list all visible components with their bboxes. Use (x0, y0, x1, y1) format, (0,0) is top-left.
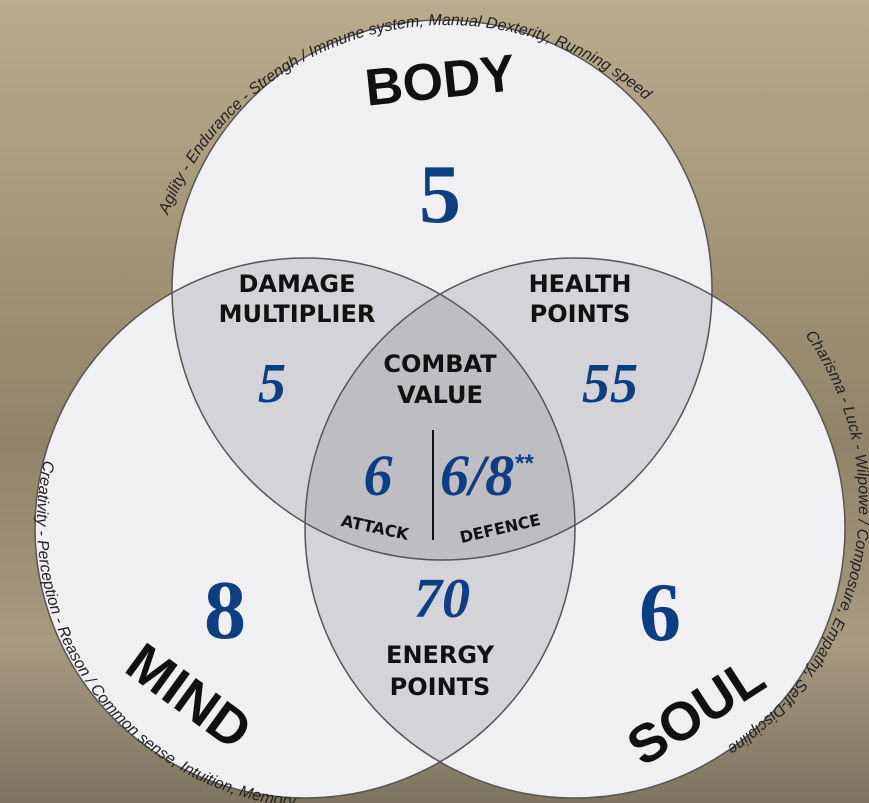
health-points-value: 55 (582, 353, 638, 415)
health-points-label-1: HEALTH (529, 270, 632, 298)
defence-footnote-mark: ** (514, 450, 534, 477)
damage-multiplier-label-2: MULTIPLIER (219, 300, 376, 328)
damage-multiplier-value: 5 (258, 353, 286, 415)
mind-value: 8 (204, 564, 246, 657)
energy-points-label-2: POINTS (390, 673, 491, 701)
attack-value: 6 (364, 443, 393, 508)
combat-value-label-2: VALUE (397, 381, 483, 409)
body-value: 5 (419, 148, 461, 241)
combat-value-label-1: COMBAT (383, 350, 497, 378)
health-points-label-2: POINTS (530, 300, 631, 328)
energy-points-value: 70 (414, 568, 470, 630)
damage-multiplier-label-1: DAMAGE (238, 270, 355, 298)
energy-points-label-1: ENERGY (386, 641, 495, 669)
soul-value: 6 (639, 566, 681, 659)
